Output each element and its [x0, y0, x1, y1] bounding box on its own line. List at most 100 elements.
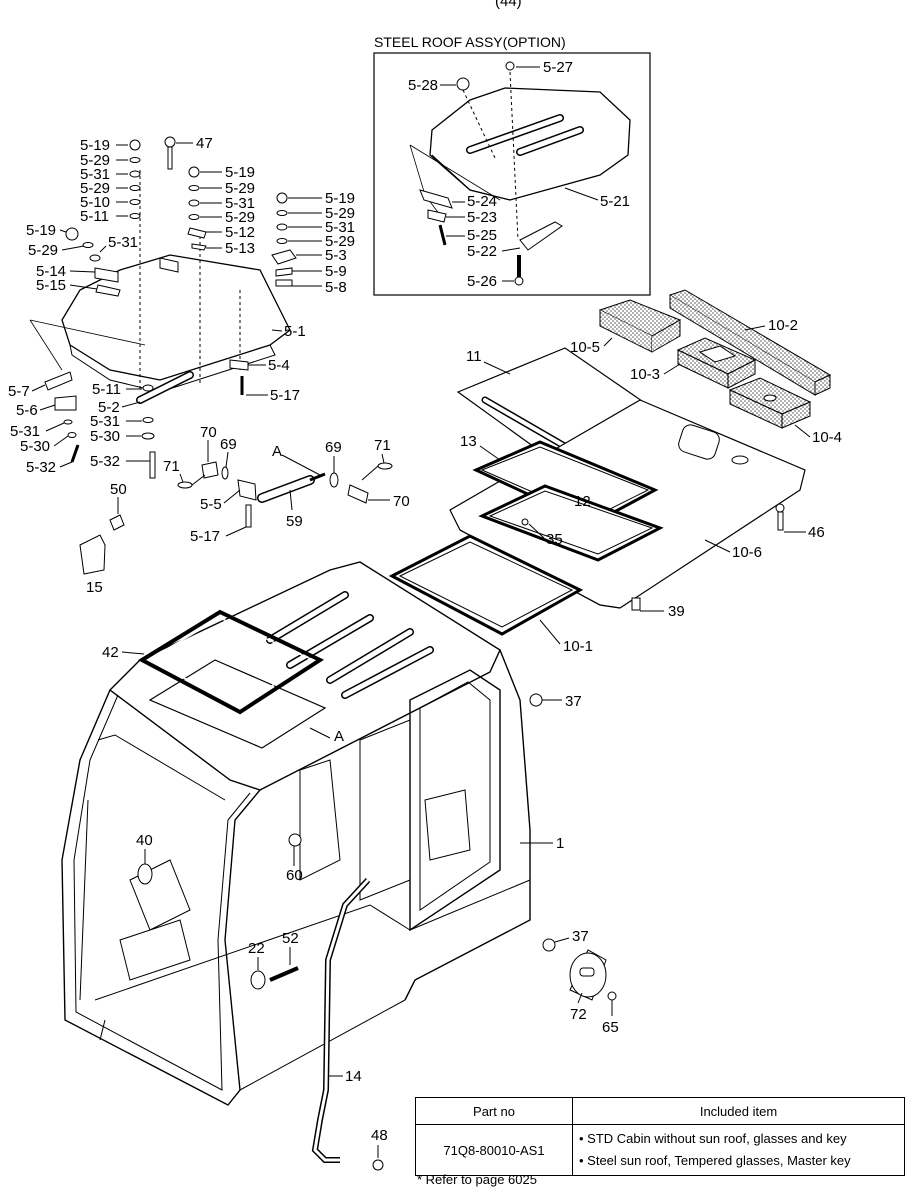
label-11: 11 [466, 348, 482, 365]
label-5-7: 5-7 [8, 383, 30, 400]
label-71: 71 [374, 437, 391, 454]
label-A: A [334, 728, 344, 745]
label-5-14: 5-14 [36, 263, 66, 280]
header-part-no: Part no [415, 1097, 573, 1125]
clip-71 [177, 481, 193, 489]
label-5-19: 5-19 [225, 164, 255, 181]
label-5-30: 5-30 [20, 438, 50, 455]
label-5-31: 5-31 [325, 219, 355, 236]
bolt-37 [529, 693, 543, 707]
label-5-29: 5-29 [225, 180, 255, 197]
pin-70 [201, 461, 219, 479]
part-60 [288, 833, 302, 847]
top-fragment: (44) [495, 0, 522, 10]
bolt-37b [542, 938, 556, 952]
interior-box [424, 789, 471, 861]
label-10-3: 10-3 [630, 366, 660, 383]
label-5-11: 5-11 [92, 381, 121, 398]
label-5-9: 5-9 [325, 263, 347, 280]
table-row: 71Q8-80010-AS1 • STD Cabin without sun r… [415, 1124, 905, 1176]
label-5-6: 5-6 [16, 402, 38, 419]
sunroof-assembly: 5-19 5-29 5-31 5-29 5-10 5-11 47 5-19 5-… [8, 135, 355, 479]
cap-nut-5-27 [505, 61, 515, 71]
label-5-4: 5-4 [268, 357, 290, 374]
label-5-19: 5-19 [80, 137, 110, 154]
label-5-32: 5-32 [26, 459, 56, 476]
label-71: 71 [163, 458, 180, 475]
washer-69b [329, 472, 339, 488]
label-5-29: 5-29 [325, 205, 355, 222]
label-10-2: 10-2 [768, 317, 798, 334]
label-A: A [272, 443, 282, 460]
label-5-31: 5-31 [80, 166, 110, 183]
label-42: 42 [102, 644, 119, 661]
bracket-5-5 [237, 479, 257, 501]
label-50: 50 [110, 481, 127, 498]
label-5-30: 5-30 [90, 428, 120, 445]
label-5-26: 5-26 [467, 273, 497, 290]
hinge-5-3 [271, 249, 297, 265]
washer-stack-c [276, 192, 288, 244]
rear-bracket [299, 759, 341, 881]
label-5-25: 5-25 [467, 227, 497, 244]
label-37: 37 [572, 928, 589, 945]
washer-stack-a [129, 139, 141, 219]
steel-roof-option-group: STEEL ROOF ASSY(OPTION) 5-28 5-27 5-21 5… [373, 34, 651, 296]
label-5-29: 5-29 [80, 180, 110, 197]
included-item: • STD Cabin without sun roof, glasses an… [579, 1131, 847, 1146]
label-5-31: 5-31 [108, 234, 138, 251]
label-5-32: 5-32 [90, 453, 120, 470]
label-5-2: 5-2 [98, 399, 120, 416]
header-included-item: Included item [572, 1097, 905, 1125]
plate-5-14 [94, 267, 119, 283]
label-69: 69 [325, 439, 342, 456]
steel-roof-panel [429, 87, 631, 201]
label-5-3: 5-3 [325, 247, 347, 264]
label-5-11: 5-11 [80, 208, 109, 225]
label-5-15: 5-15 [36, 277, 66, 294]
bracket-5-23 [427, 209, 447, 223]
rear-body [404, 649, 531, 1001]
label-10-6: 10-6 [732, 544, 762, 561]
label-5-17: 5-17 [270, 387, 300, 404]
label-5-19: 5-19 [26, 222, 56, 239]
label-5-28: 5-28 [408, 77, 438, 94]
option-box-frame [373, 52, 651, 296]
handle-5-22 [519, 221, 563, 251]
label-5-5: 5-5 [200, 496, 222, 513]
cover-15 [79, 534, 106, 575]
glass-10-1 [388, 534, 584, 636]
label-5-31: 5-31 [10, 423, 40, 440]
plate-5-8 [275, 279, 293, 287]
label-47: 47 [196, 135, 213, 152]
label-5-10: 5-10 [80, 194, 110, 211]
seal-42 [137, 609, 325, 715]
bolt-47 [164, 136, 176, 170]
label-1: 1 [556, 835, 564, 852]
included-items-cell: • STD Cabin without sun roof, glasses an… [572, 1124, 905, 1176]
bracket-5-6 [54, 395, 77, 411]
cap-22 [250, 970, 266, 990]
label-10-4: 10-4 [812, 429, 842, 446]
cap-nut-5-28 [456, 77, 470, 91]
label-5-31: 5-31 [225, 195, 255, 212]
vent-opening [678, 424, 720, 460]
label-5-29: 5-29 [80, 152, 110, 169]
roof-panel-group: 10-2 10-5 11 10-3 10-4 13 12 46 35 10-6 … [388, 289, 842, 655]
washer-69 [221, 466, 229, 480]
label-10-1: 10-1 [563, 638, 593, 655]
cabin-frame: 42 A 37 1 40 60 37 22 52 72 65 14 48 [61, 561, 619, 1171]
label-10-5: 10-5 [570, 339, 600, 356]
label-40: 40 [136, 832, 153, 849]
label-59: 59 [286, 513, 303, 530]
plate-5-15 [95, 284, 121, 297]
label-5-12: 5-12 [225, 224, 255, 241]
table-header-row: Part no Included item [415, 1097, 905, 1125]
included-item: • Steel sun roof, Tempered glasses, Mast… [579, 1153, 851, 1168]
washer-stack-d [65, 227, 101, 262]
label-5-29: 5-29 [325, 233, 355, 250]
label-70: 70 [200, 424, 217, 441]
grommet-40 [137, 863, 153, 885]
label-5-8: 5-8 [325, 279, 347, 296]
